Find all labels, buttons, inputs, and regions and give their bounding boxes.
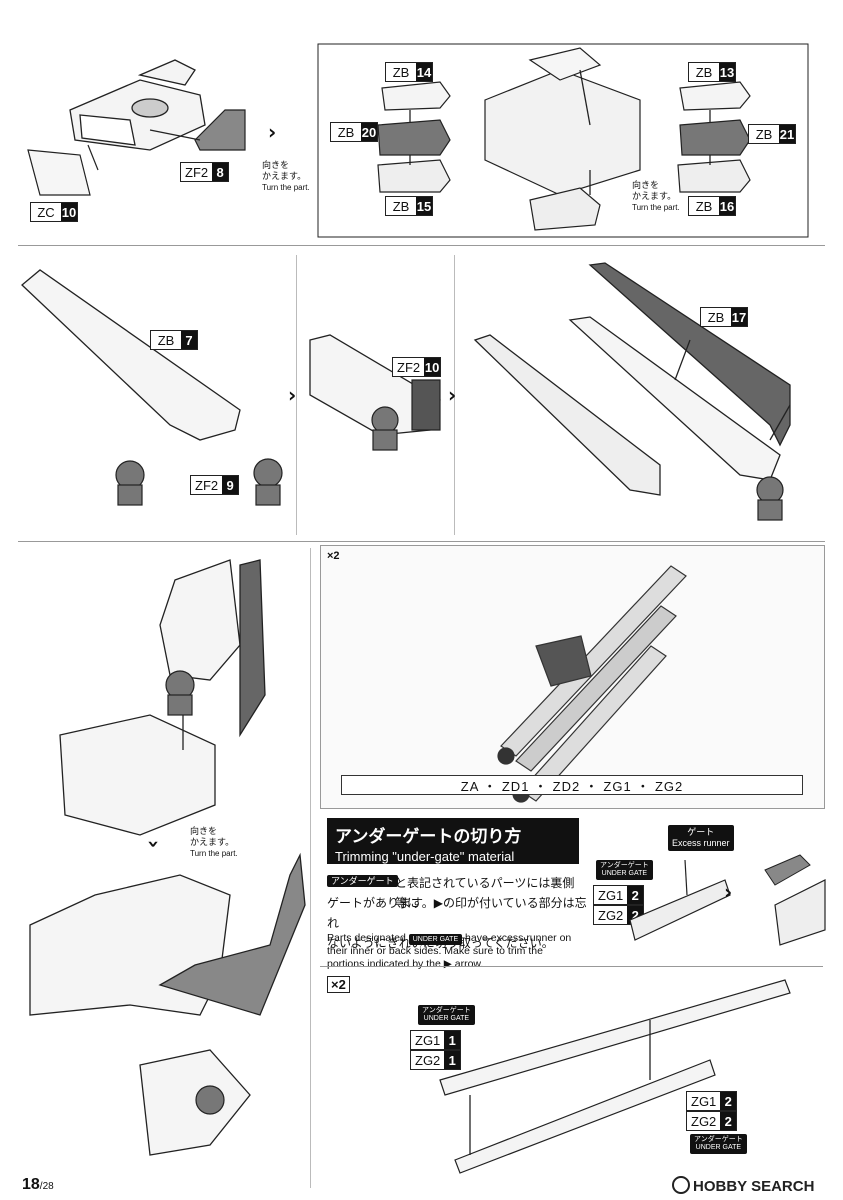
- divider-v2: [454, 255, 455, 535]
- photo-panel: ×2 ZA ・ ZD1 ・ ZD2 ・ ZG1 ・ ZG2: [320, 545, 825, 809]
- undergate-diagram: [629, 854, 826, 946]
- undergate-heading-en: Trimming "under-gate" material: [335, 849, 515, 864]
- turn-note-1: 向きを かえます。 Turn the part.: [262, 160, 310, 192]
- divider-mid: [18, 541, 825, 542]
- divider-top: [18, 245, 825, 246]
- turn-note-3: 向きを かえます。 Turn the part.: [190, 826, 238, 858]
- divider-undergate: [320, 966, 823, 967]
- divider-v3: [310, 548, 311, 1188]
- undergate-heading-jp: アンダーゲートの切り方: [335, 827, 522, 846]
- step2-blade-drawing: [21, 262, 791, 521]
- chevron-left: ›: [288, 383, 297, 407]
- undergate-tag-en-inline: UNDER GATE: [408, 934, 463, 945]
- watermark-logo-icon: [672, 1176, 690, 1194]
- parts-list-bar: ZA ・ ZD1 ・ ZD2 ・ ZG1 ・ ZG2: [341, 775, 803, 795]
- watermark: HOBBY SEARCH: [672, 1176, 814, 1195]
- undergate-body-jp: と表記されているパーツには裏側等に: [395, 876, 575, 910]
- photo-parts-render: [497, 565, 687, 803]
- step1-parts-drawing: [27, 43, 809, 238]
- chevron-down: ›: [142, 839, 167, 849]
- turn-note-2: 向きを かえます。 Turn the part.: [632, 180, 680, 212]
- gate-excess-runner-tag: ゲート Excess runner: [668, 825, 734, 851]
- divider-v1: [296, 255, 297, 535]
- undergate-heading-box: アンダーゲートの切り方 Trimming "under-gate" materi…: [327, 818, 579, 864]
- multiplier-badge: ×2: [327, 976, 350, 993]
- undergate-chevron: ›: [724, 880, 733, 904]
- photo-corner-mark: ×2: [327, 550, 340, 562]
- step3-assembly-drawing: [29, 559, 306, 1156]
- chevron-right: ›: [448, 383, 457, 407]
- page-number: 18/28: [22, 1176, 54, 1193]
- undergate-tag-step4b: アンダーゲート UNDER GATE: [690, 1134, 747, 1154]
- undergate-body-en: Parts designated UNDER GATE have excess …: [327, 932, 572, 970]
- undergate-tag-parts: アンダーゲート UNDER GATE: [596, 860, 653, 880]
- step4-runner-drawing: [439, 979, 791, 1174]
- next-step-chevron: ›: [268, 120, 277, 144]
- undergate-tag-step4: アンダーゲート UNDER GATE: [418, 1005, 475, 1025]
- undergate-tag-inline: アンダーゲート: [327, 875, 398, 887]
